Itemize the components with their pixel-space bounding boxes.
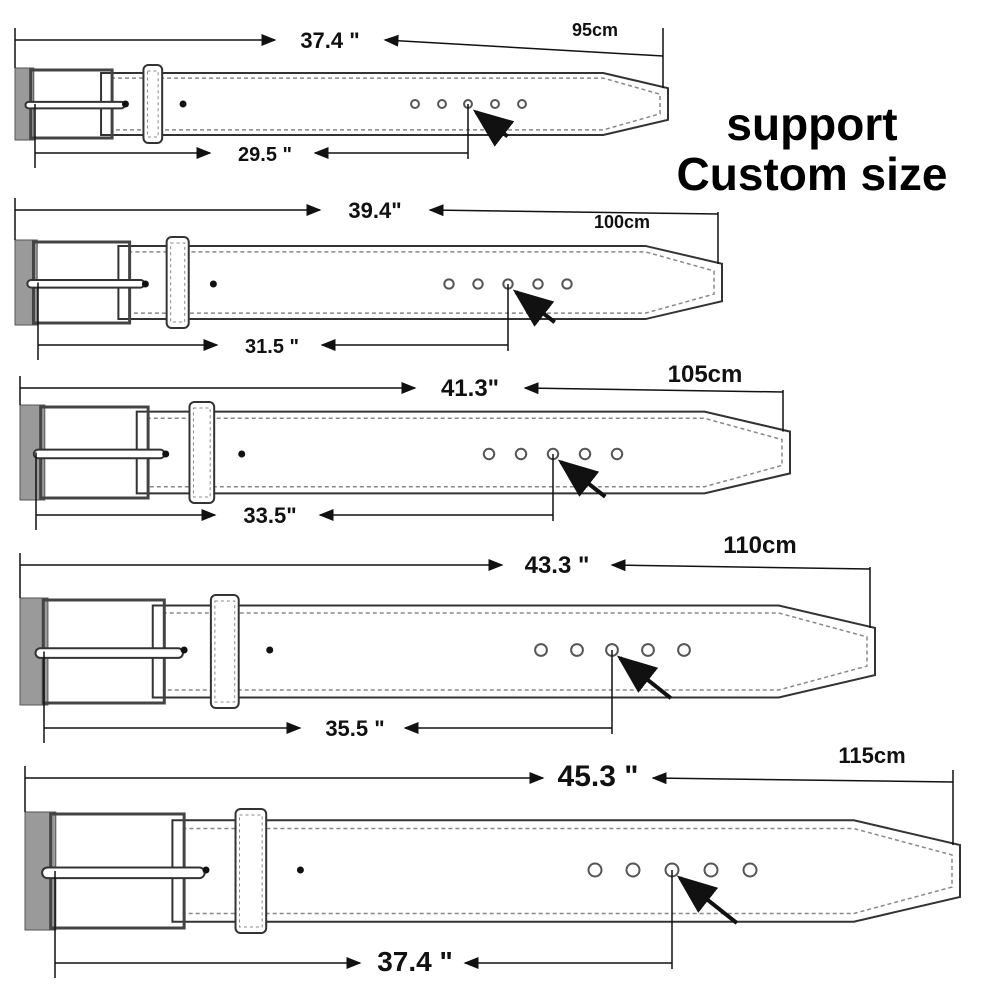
belt-hole	[610, 447, 624, 461]
belt-2: 39.4" 100cm 31.5 "	[14, 198, 723, 360]
belt-loop	[142, 64, 164, 144]
pointer-arrow	[557, 459, 607, 499]
rivet-dot	[141, 280, 149, 288]
belt-hole	[517, 99, 527, 109]
total-length-inches: 45.3 "	[558, 760, 639, 793]
pointer-arrow	[616, 655, 673, 700]
total-length-inches: 43.3 "	[525, 552, 590, 579]
belt-stitching	[146, 417, 783, 488]
rivet-dot	[121, 100, 129, 108]
total-length-inches: 37.4 "	[300, 28, 359, 53]
dimension-arrow-right	[523, 382, 784, 395]
belt-stitching	[162, 612, 868, 691]
rivet-dot	[266, 646, 274, 654]
rivet-dot	[296, 866, 304, 874]
belt-1: 37.4 " 95cm 29.5 "	[14, 20, 669, 168]
buckle-to-middle-hole-inches: 31.5 "	[245, 336, 299, 358]
rivet-dot	[180, 646, 188, 654]
buckle-prong	[41, 866, 206, 880]
belt-strap	[171, 819, 961, 923]
belt-hole	[514, 447, 528, 461]
buckle-prong	[26, 278, 146, 289]
buckle-to-middle-hole-inches: 35.5 "	[325, 716, 384, 741]
rivet-dot	[202, 866, 210, 874]
buckle-to-middle-hole-inches: 33.5"	[243, 503, 296, 528]
belt-hole	[410, 99, 420, 109]
belt-loop	[234, 808, 268, 934]
pointer-arrow	[512, 289, 556, 327]
total-length-cm: 105cm	[668, 361, 743, 388]
buckle-prong	[32, 448, 166, 460]
belt-3: 41.3" 105cm 33.5"	[19, 361, 791, 530]
total-length-cm: 100cm	[594, 212, 650, 232]
belt-hole	[490, 99, 500, 109]
buckle-prong	[34, 647, 184, 659]
total-length-cm: 110cm	[723, 532, 796, 559]
pointer-arrow	[676, 875, 739, 925]
belt-stitching	[128, 251, 715, 314]
total-length-cm: 115cm	[838, 743, 905, 768]
belt-5: 45.3 " 115cm 37.4 "	[24, 743, 961, 978]
buckle-prong	[24, 100, 126, 110]
belt-stitching	[111, 77, 661, 131]
belt-hole	[532, 278, 544, 290]
belt-hole	[677, 643, 691, 657]
belt-hole	[703, 862, 719, 878]
belt-hole	[472, 278, 484, 290]
belt-hole	[641, 643, 655, 657]
belt-loop-stitching	[146, 70, 159, 138]
belt-hole	[482, 447, 496, 461]
belt-hole	[561, 278, 573, 290]
belt-stitching	[182, 827, 953, 915]
total-length-inches: 41.3"	[441, 375, 499, 402]
belt-hole	[570, 643, 584, 657]
dimension-arrow-right	[610, 559, 871, 572]
belt-hole	[443, 278, 455, 290]
rivet-dot	[179, 100, 187, 108]
belt-loop	[209, 594, 240, 709]
belt-hole	[534, 643, 548, 657]
belt-loop-stitching	[170, 242, 186, 323]
rivet-dot	[238, 450, 246, 458]
belt-hole	[578, 447, 592, 461]
belt-loop	[165, 236, 190, 329]
belt-hole	[742, 862, 758, 878]
buckle-to-middle-hole-inches: 37.4 "	[377, 946, 453, 977]
rivet-dot	[209, 280, 217, 288]
belt-strap	[151, 604, 876, 699]
pointer-arrow	[472, 109, 515, 147]
total-length-inches: 39.4"	[348, 198, 401, 223]
rivet-dot	[162, 450, 170, 458]
promo-line-1: support	[726, 98, 897, 150]
belt-4: 43.3 " 110cm 35.5 "	[19, 532, 876, 743]
belt-loop	[188, 401, 216, 504]
belt-loop-stitching	[239, 814, 263, 928]
belt-hole	[625, 862, 641, 878]
belt-hole	[587, 862, 603, 878]
belt-strap	[100, 72, 669, 136]
dimension-arrow-right	[383, 34, 664, 57]
belt-strap	[135, 410, 791, 495]
dimension-arrow-right	[651, 772, 954, 785]
total-length-cm: 95cm	[572, 20, 618, 40]
belt-strap	[117, 244, 723, 321]
promo-line-2: Custom size	[677, 148, 948, 200]
buckle-to-middle-hole-inches: 29.5 "	[238, 144, 292, 166]
dimension-arrow-right	[428, 204, 719, 217]
belt-hole	[437, 99, 447, 109]
belt-loop-stitching	[192, 407, 211, 498]
